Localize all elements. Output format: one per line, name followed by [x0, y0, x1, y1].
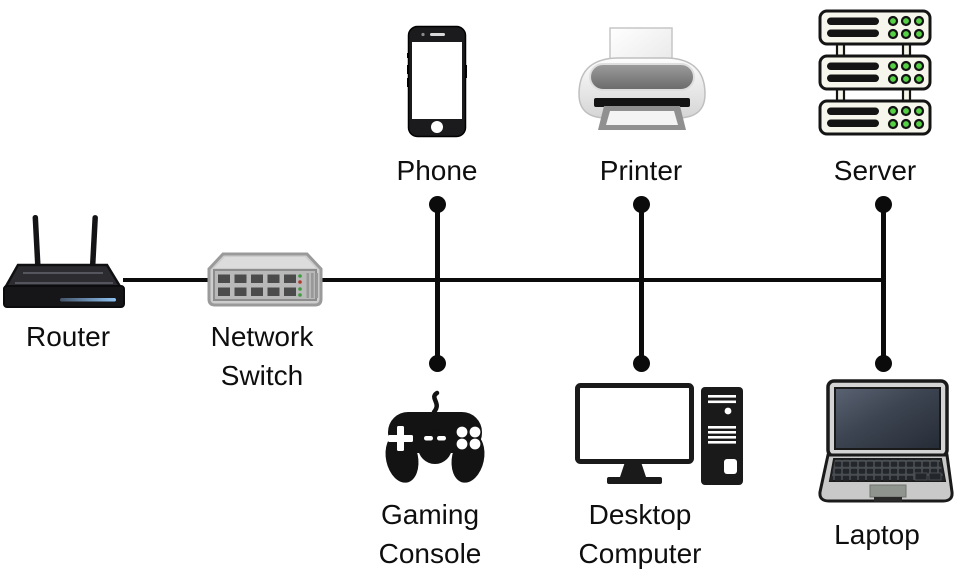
label-phone: Phone: [396, 155, 478, 186]
drop-line-server-laptop: [875, 196, 892, 372]
label-gaming-console: Gaming Console: [378, 499, 482, 569]
gamepad-icon: [374, 390, 496, 486]
drop-line-phone-console: [429, 196, 446, 372]
network-switch-icon: [204, 251, 326, 309]
printer-icon: [577, 26, 707, 132]
laptop-icon: [818, 378, 954, 509]
smartphone-icon: [407, 25, 467, 138]
wireless-router-icon: [2, 214, 126, 309]
drop-line-printer-desktop: [633, 196, 650, 372]
desktop-tower-icon: [575, 383, 745, 487]
server-rack-icon: [817, 8, 933, 144]
label-laptop: Laptop: [834, 519, 920, 550]
label-desktop-computer: Desktop Computer: [578, 499, 702, 569]
label-printer: Printer: [599, 155, 683, 186]
label-router: Router: [25, 321, 111, 352]
bus-line: [123, 278, 885, 282]
label-server: Server: [833, 155, 917, 186]
label-network-switch: Network Switch: [210, 321, 314, 391]
